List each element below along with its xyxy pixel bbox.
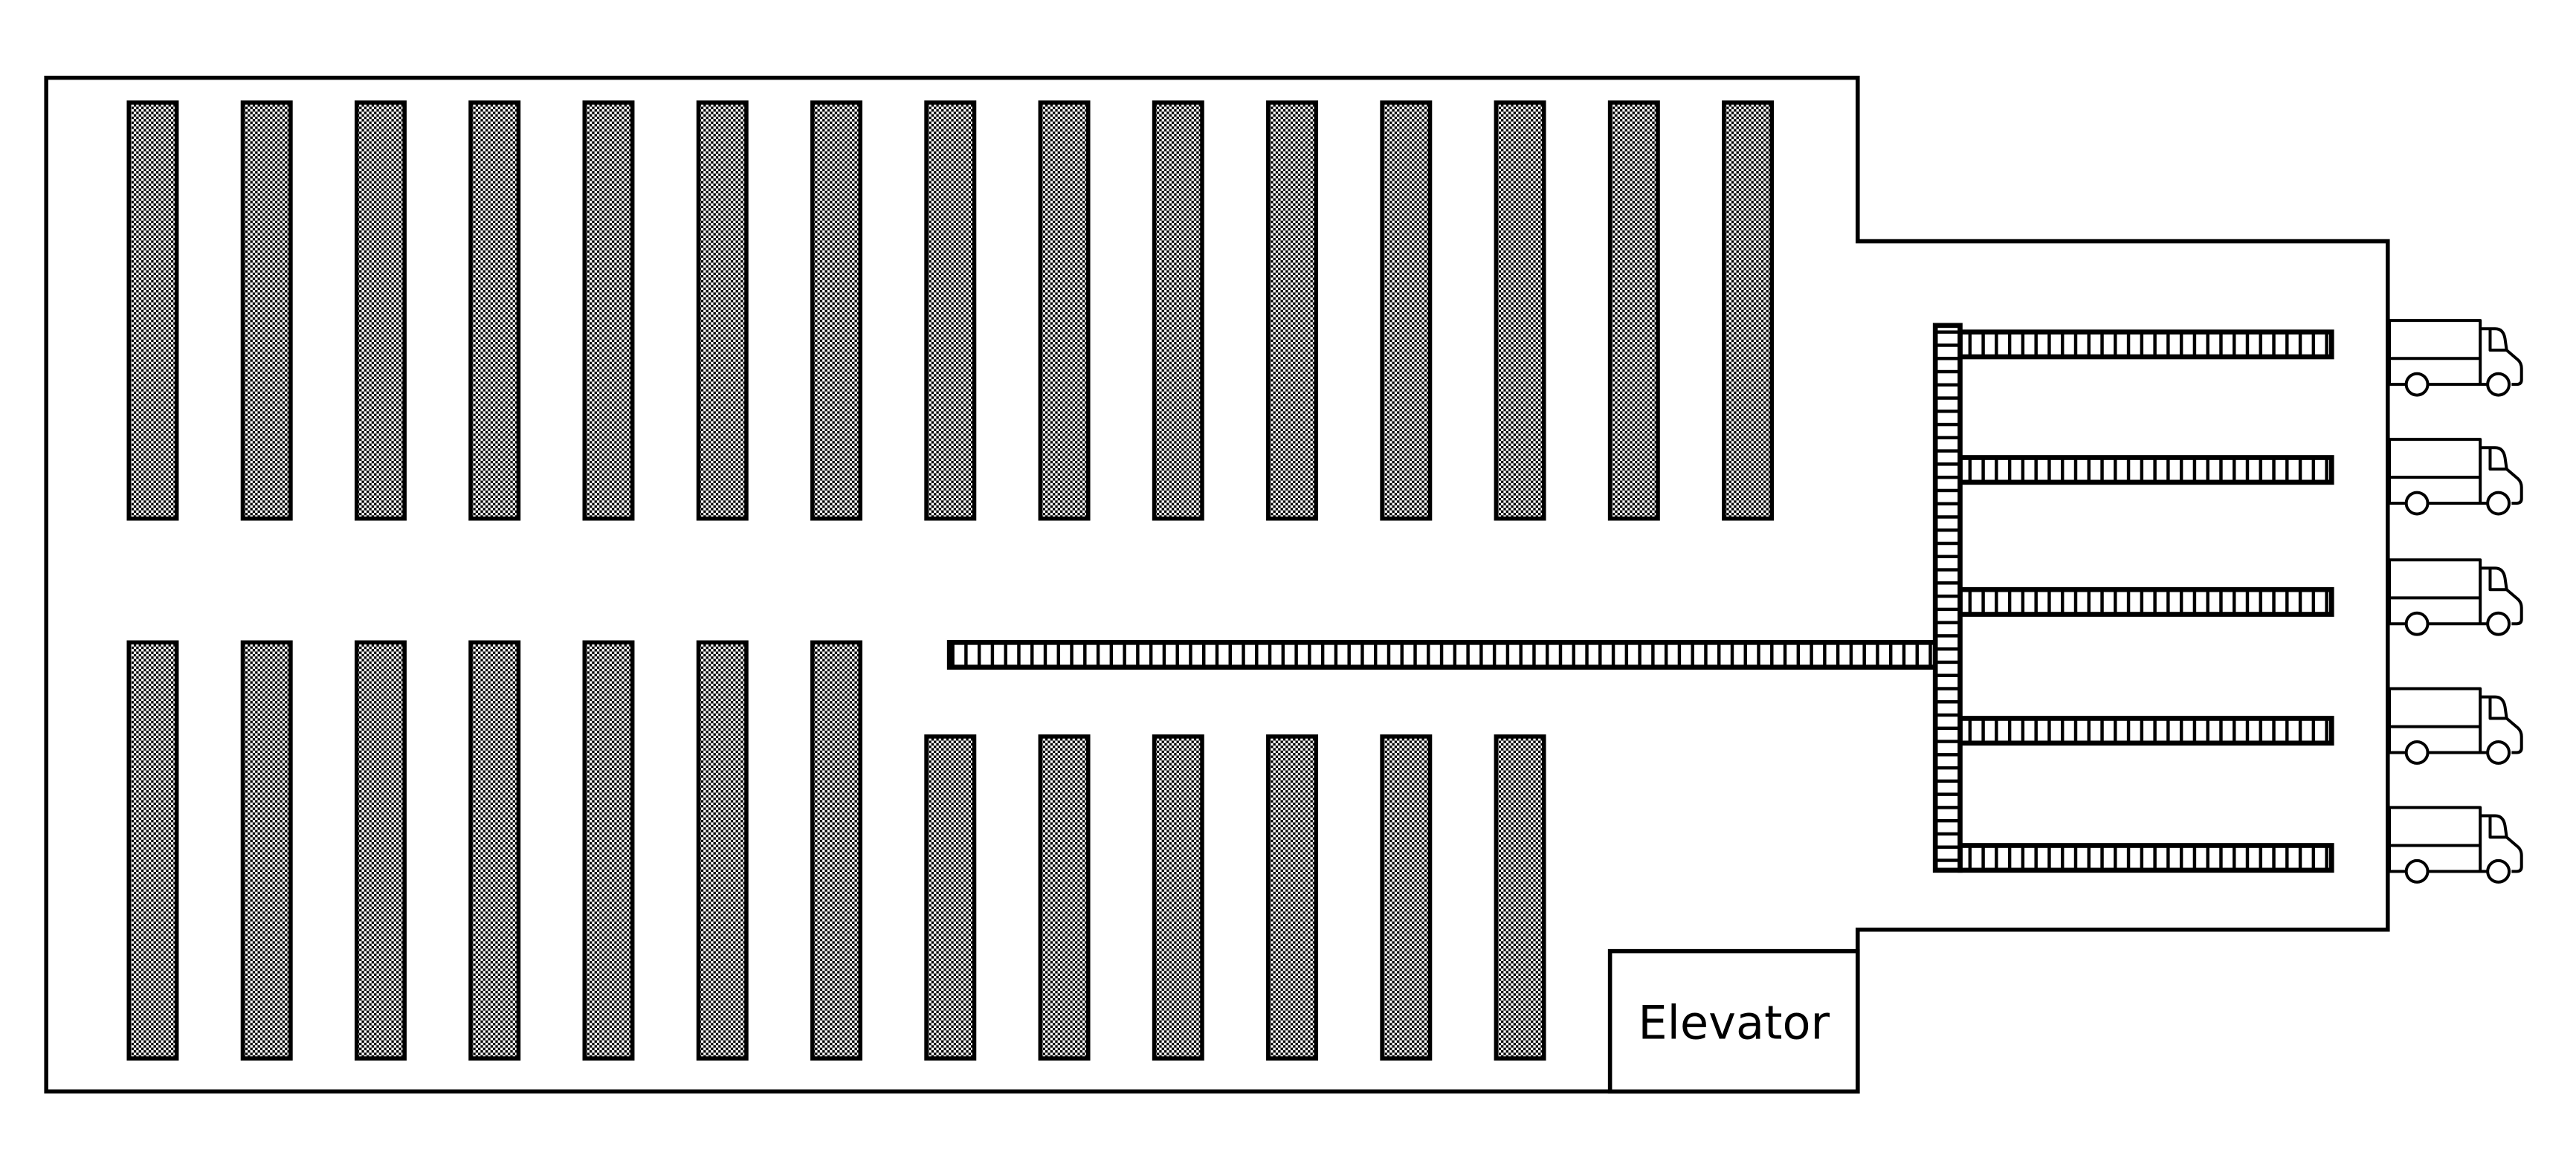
storage-rack — [240, 640, 293, 1061]
branch-conveyor — [1957, 843, 2334, 873]
truck-icon — [2388, 319, 2523, 397]
truck-wheel — [2486, 491, 2511, 516]
storage-rack — [1380, 100, 1433, 521]
truck-cargo-box — [2388, 806, 2482, 872]
truck-wheel — [2486, 611, 2511, 636]
storage-rack — [1038, 734, 1091, 1061]
elevator-box — [1607, 948, 1860, 1094]
truck-wheel — [2404, 372, 2430, 397]
truck-cargo-box — [2388, 687, 2482, 753]
storage-rack — [1266, 734, 1319, 1061]
truck-window — [2488, 815, 2507, 839]
storage-rack — [354, 640, 407, 1061]
truck-icon — [2388, 438, 2523, 516]
storage-rack — [582, 640, 635, 1061]
truck-wheel — [2404, 858, 2430, 884]
elevator-label: Elevator — [1638, 995, 1830, 1050]
truck-icon — [2388, 806, 2523, 884]
storage-racks — [126, 100, 1775, 1061]
truck-cargo-box — [2388, 558, 2482, 624]
storage-rack — [582, 100, 635, 521]
storage-rack — [1038, 100, 1091, 521]
conveyor-system — [946, 323, 2334, 873]
truck-window — [2488, 696, 2507, 720]
truck-cab — [2480, 566, 2523, 626]
storage-rack — [1722, 100, 1775, 521]
storage-rack — [1152, 734, 1204, 1061]
truck-window — [2488, 447, 2507, 471]
storage-rack — [468, 100, 521, 521]
truck-wheel — [2486, 858, 2511, 884]
truck-cab — [2480, 695, 2523, 754]
storage-rack — [240, 100, 293, 521]
loading-trucks — [2388, 319, 2523, 884]
storage-rack — [468, 640, 521, 1061]
branch-conveyor — [1957, 329, 2334, 360]
storage-rack — [1380, 734, 1433, 1061]
storage-rack — [126, 100, 179, 521]
warehouse-outline — [44, 75, 2390, 1094]
storage-rack — [810, 100, 862, 521]
truck-window — [2488, 329, 2507, 352]
truck-icon — [2388, 558, 2523, 636]
storage-rack — [696, 100, 749, 521]
truck-wheel — [2486, 740, 2511, 765]
truck-cargo-box — [2388, 438, 2482, 504]
spine-conveyor — [1932, 323, 1963, 873]
storage-rack — [126, 640, 179, 1061]
storage-rack — [1494, 100, 1546, 521]
truck-wheel — [2404, 491, 2430, 516]
storage-rack — [1152, 100, 1204, 521]
truck-wheel — [2486, 372, 2511, 397]
branch-conveyor — [1957, 455, 2334, 485]
truck-window — [2488, 568, 2507, 592]
elevator: Elevator — [1607, 948, 1860, 1094]
storage-rack — [1494, 734, 1546, 1061]
storage-rack — [1607, 100, 1660, 521]
storage-rack — [696, 640, 749, 1061]
storage-rack — [810, 640, 862, 1061]
storage-rack — [354, 100, 407, 521]
truck-wheel — [2404, 611, 2430, 636]
truck-cab — [2480, 446, 2523, 505]
storage-rack — [1266, 100, 1319, 521]
truck-cargo-box — [2388, 319, 2482, 385]
truck-wheel — [2404, 740, 2430, 765]
branch-conveyor — [1957, 716, 2334, 746]
storage-rack — [924, 734, 977, 1061]
truck-icon — [2388, 687, 2523, 765]
truck-cab — [2480, 327, 2523, 387]
branch-conveyor — [1957, 586, 2334, 617]
main-conveyor — [946, 639, 1938, 670]
storage-rack — [924, 100, 977, 521]
truck-cab — [2480, 814, 2523, 873]
